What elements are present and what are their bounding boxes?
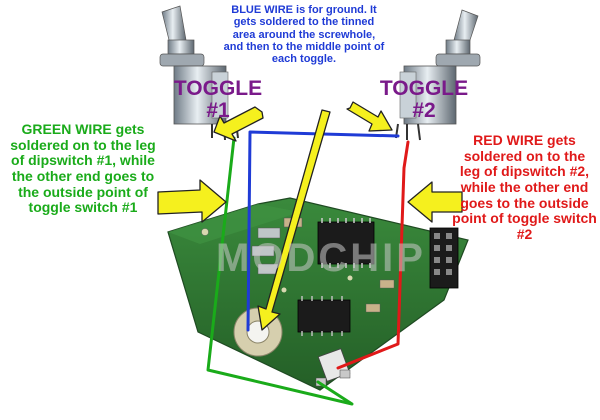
toggle-1-label: TOGGLE #1 (170, 77, 266, 123)
toggle-2-title: TOGGLE (379, 77, 469, 100)
blue-wire-note-text: is for ground. It gets soldered to the t… (223, 4, 385, 66)
arrow-blue-note-middle (257, 109, 331, 331)
wires (206, 130, 410, 406)
red-wire (336, 140, 410, 370)
toggle-2-label: TOGGLE #2 (376, 77, 472, 123)
green-wire (206, 136, 354, 406)
toggle-1-title: TOGGLE (173, 77, 263, 100)
blue-wire (246, 130, 400, 332)
blue-wire-note: BLUE WIRE is for ground. It gets soldere… (222, 4, 386, 66)
toggle-2-number: #2 (412, 99, 436, 123)
green-wire-note: GREEN WIRE gets soldered on to the leg o… (10, 121, 156, 216)
toggle-switch-1 (159, 5, 239, 141)
pcb-board (167, 197, 469, 391)
blue-wire-note-title: BLUE WIRE (231, 4, 293, 16)
arrow-blue-note-right (346, 101, 393, 132)
arrow-blue-note-left (213, 106, 264, 142)
toggle-1-number: #1 (206, 99, 230, 123)
toggle-switch-2 (395, 9, 481, 141)
arrow-red-note (407, 181, 463, 223)
red-wire-note: RED WIRE gets soldered on to the leg of … (452, 132, 597, 243)
arrow-green-note (157, 179, 227, 223)
watermark: MODCHIP (216, 236, 426, 280)
pointer-arrows (157, 101, 463, 331)
